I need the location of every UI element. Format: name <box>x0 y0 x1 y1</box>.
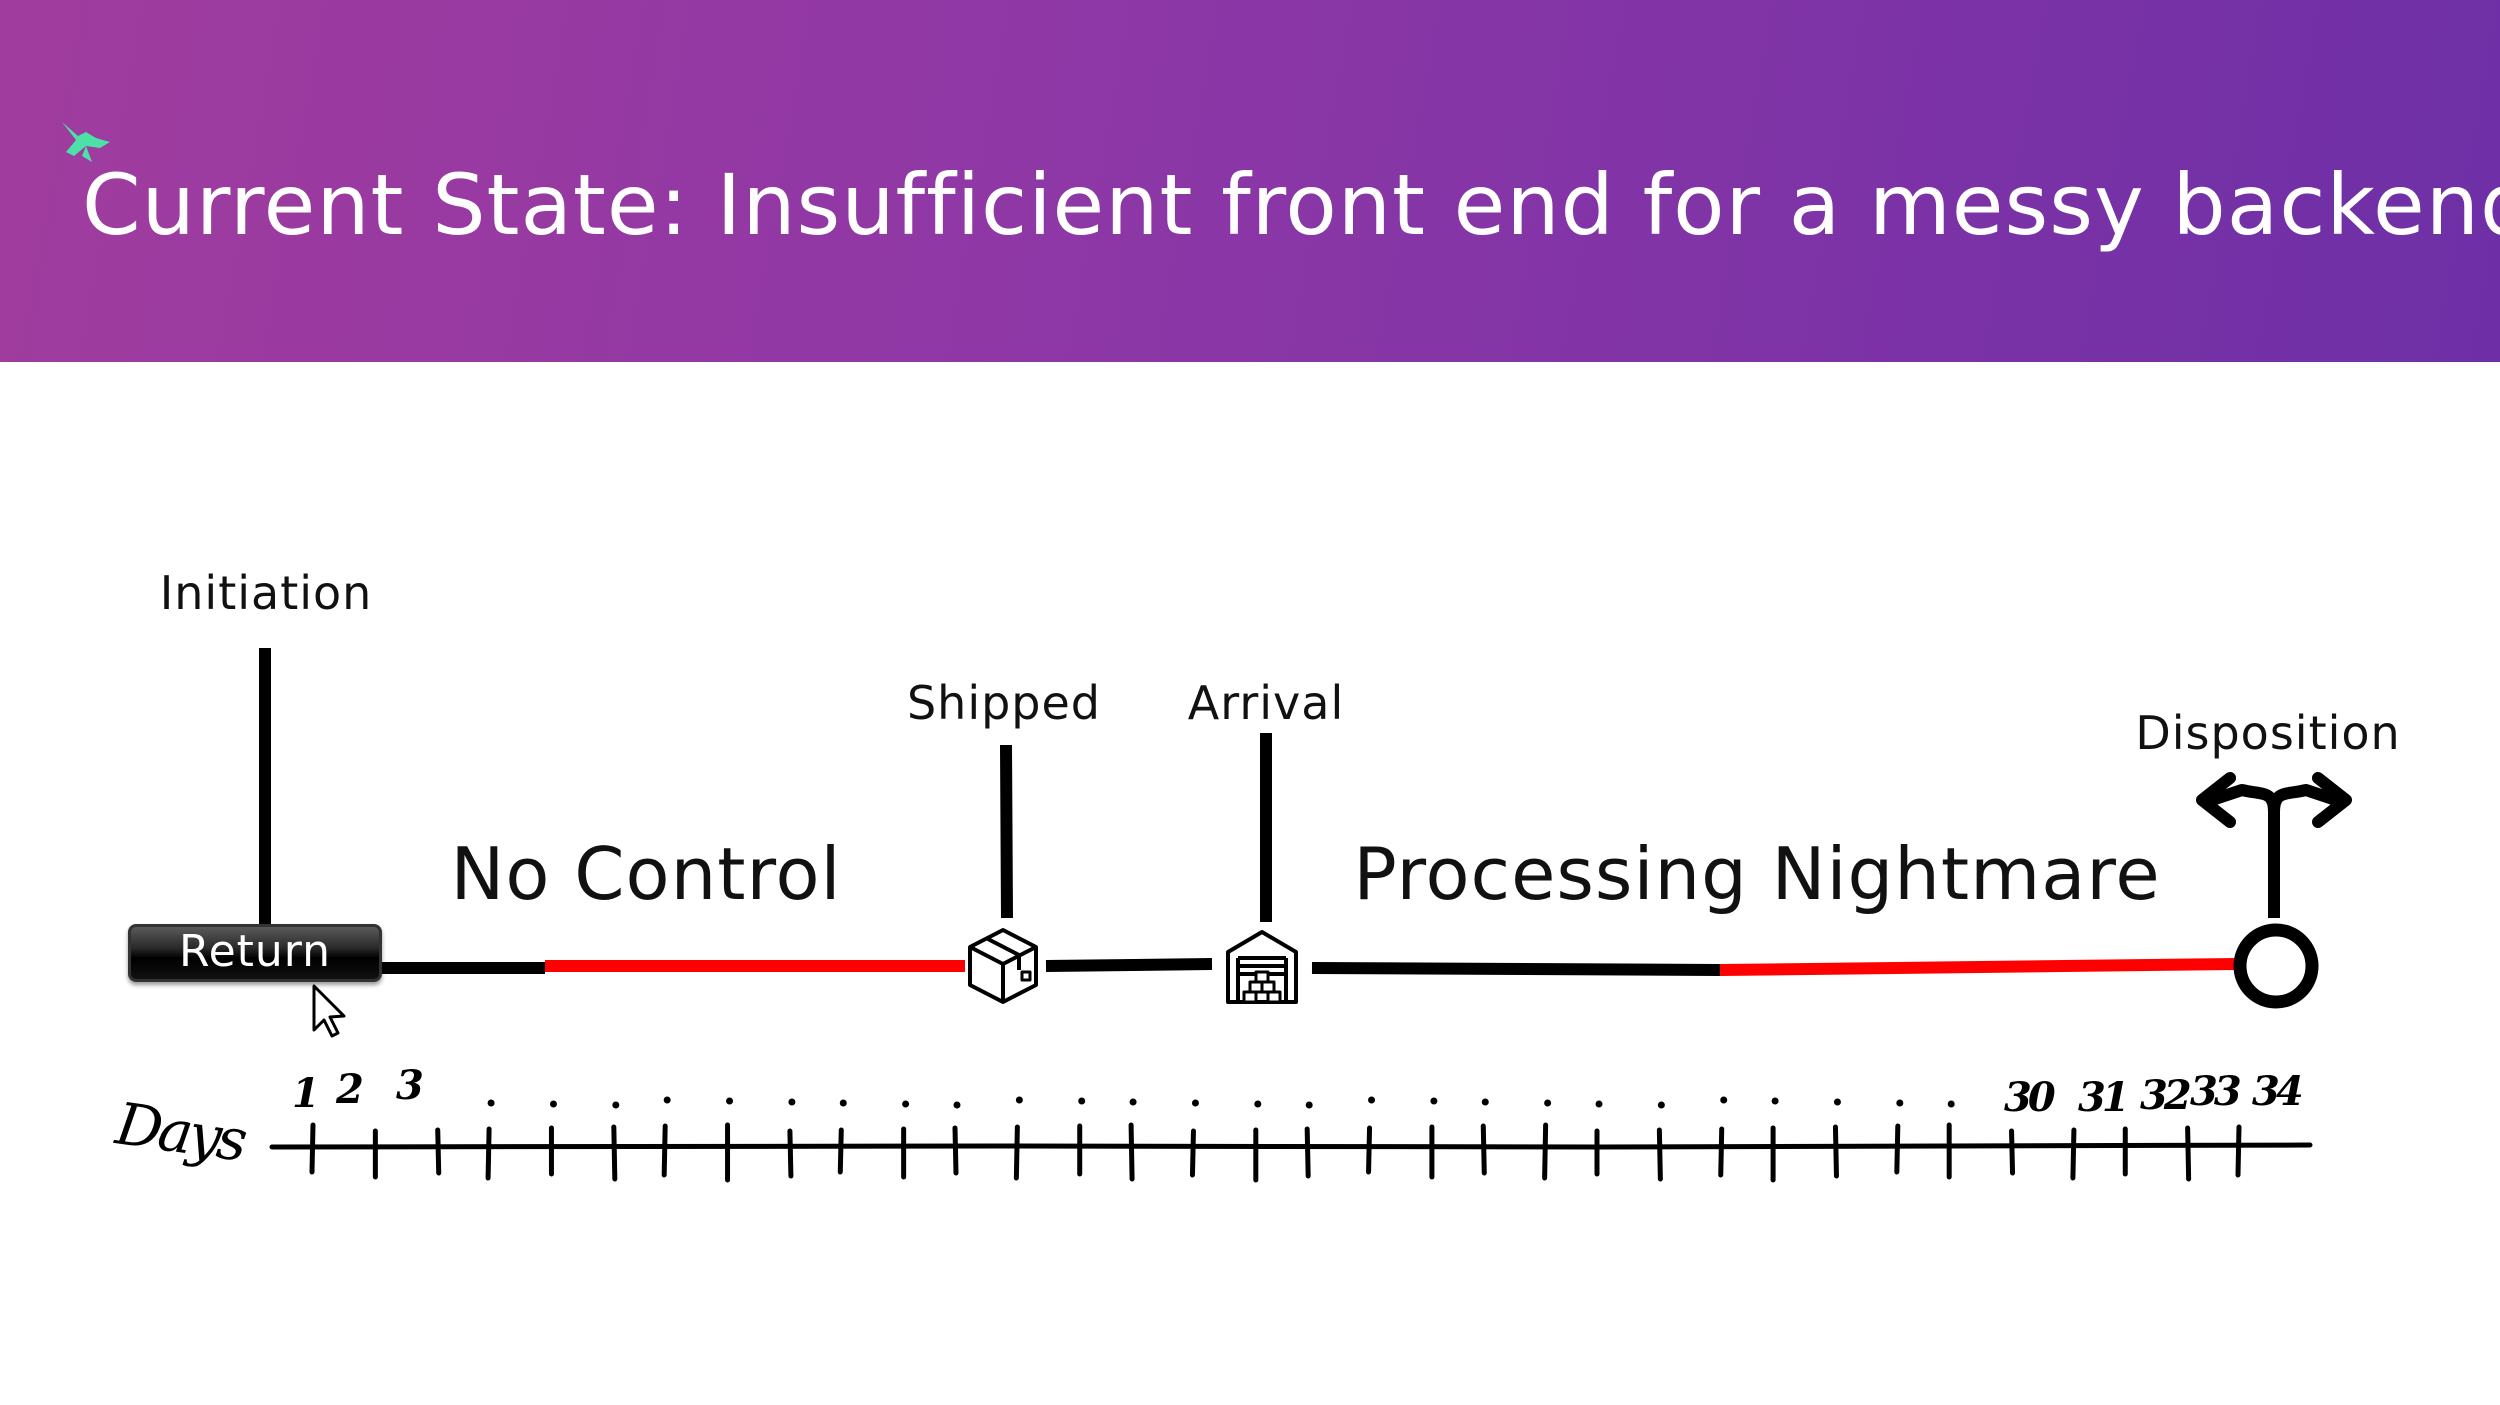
day-dot <box>1947 1100 1955 1108</box>
timeline-segment-red-processing <box>1719 958 2237 976</box>
day-dot <box>1833 1098 1841 1106</box>
day-tick <box>2070 1127 2077 1181</box>
day-tick <box>661 1123 668 1178</box>
day-dot <box>612 1101 620 1109</box>
hummingbird-logo <box>62 122 110 162</box>
day-dot <box>1015 1096 1023 1104</box>
day-dot <box>1595 1100 1603 1108</box>
day-number-33: 33 <box>2190 1068 2242 1115</box>
shipped-marker-line <box>1000 744 1013 919</box>
day-dot <box>663 1096 671 1104</box>
day-number-32: 32 <box>2140 1072 2192 1119</box>
day-tick <box>1128 1122 1135 1182</box>
day-tick <box>1366 1125 1373 1175</box>
timeline-segment-black-3 <box>1311 962 1721 976</box>
return-button[interactable]: Return <box>128 924 382 982</box>
shipped-label: Shipped <box>906 676 1102 730</box>
day-tick <box>1718 1126 1725 1178</box>
day-number-1: 1 <box>292 1070 320 1117</box>
processing-nightmare-phase-label: Processing Nightmare <box>1353 832 2161 916</box>
day-tick <box>1542 1122 1549 1181</box>
day-tick <box>837 1127 844 1175</box>
day-dot <box>487 1099 495 1107</box>
day-tick <box>2009 1128 2016 1176</box>
days-axis-dots <box>487 1096 1955 1109</box>
day-dot <box>1129 1098 1137 1106</box>
no-control-phase-label: No Control <box>450 832 842 916</box>
warehouse-icon <box>1226 930 1298 1004</box>
days-axis-ticks <box>309 1122 2242 1183</box>
day-dot <box>1720 1096 1728 1104</box>
day-tick <box>787 1128 794 1179</box>
day-dot <box>1368 1096 1376 1104</box>
day-dot <box>1305 1101 1313 1109</box>
day-number-30: 30 <box>2004 1074 2056 1121</box>
day-tick <box>1304 1126 1311 1179</box>
day-tick <box>1013 1124 1020 1181</box>
day-dot <box>1430 1097 1438 1105</box>
day-tick <box>611 1124 618 1182</box>
day-tick <box>1189 1128 1196 1178</box>
day-tick <box>952 1125 959 1176</box>
days-axis-line <box>269 1142 2313 1150</box>
arrival-label: Arrival <box>1187 676 1345 730</box>
day-dot <box>953 1101 961 1109</box>
day-tick <box>1894 1123 1901 1175</box>
title-banner: Current State: Insufficient front end fo… <box>0 0 2500 362</box>
day-tick <box>2235 1124 2242 1178</box>
day-tick <box>309 1122 316 1175</box>
day-dot <box>1481 1098 1489 1106</box>
day-number-31: 31 <box>2078 1074 2130 1121</box>
day-number-2: 2 <box>336 1066 364 1113</box>
day-tick <box>1480 1123 1487 1176</box>
disposition-label: Disposition <box>2135 706 2401 760</box>
package-box-icon <box>968 928 1038 1004</box>
day-dot <box>1254 1100 1262 1108</box>
day-tick <box>435 1127 442 1176</box>
day-dot <box>1544 1099 1552 1107</box>
disposition-circle <box>2233 923 2319 1009</box>
day-tick <box>1656 1127 1663 1182</box>
cursor-icon <box>312 984 346 1038</box>
day-dot <box>726 1097 734 1105</box>
day-dot <box>1657 1101 1665 1109</box>
day-dot <box>1191 1099 1199 1107</box>
day-dot <box>1078 1097 1086 1105</box>
day-dot <box>839 1099 847 1107</box>
day-dot <box>902 1100 910 1108</box>
day-dot <box>549 1100 557 1108</box>
day-dot <box>788 1098 796 1106</box>
timeline-segment-black-2 <box>1045 958 1213 972</box>
day-tick <box>2185 1125 2192 1182</box>
day-dot <box>1896 1099 1904 1107</box>
day-tick <box>485 1126 492 1181</box>
slide-title: Current State: Insufficient front end fo… <box>82 156 2500 254</box>
day-tick <box>1832 1124 1839 1179</box>
split-arrow-icon <box>2196 772 2352 828</box>
day-number-34: 34 <box>2252 1068 2304 1115</box>
day-number-3: 3 <box>396 1062 424 1109</box>
day-dot <box>1771 1097 1779 1105</box>
initiation-label: Initiation <box>159 566 373 620</box>
